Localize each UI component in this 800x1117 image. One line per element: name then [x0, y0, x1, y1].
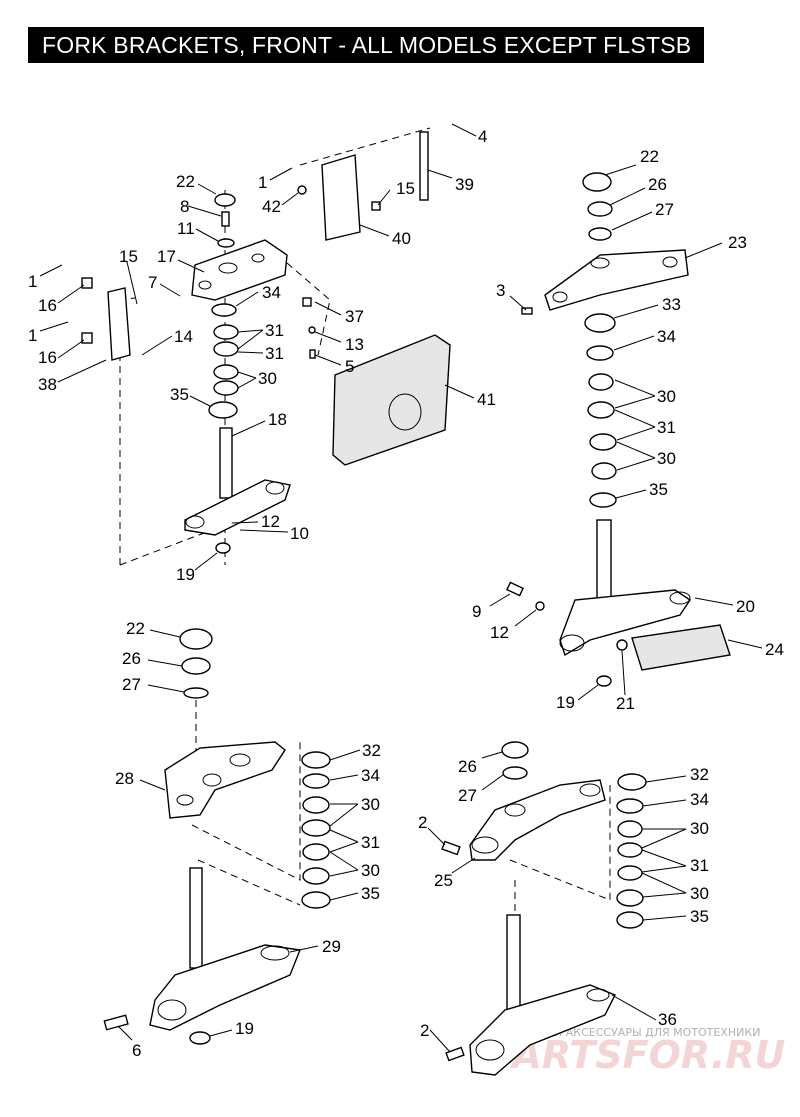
callout: 30	[657, 449, 676, 468]
callout: 34	[361, 766, 380, 785]
callout: 30	[690, 884, 709, 903]
callout: 19	[235, 1019, 254, 1038]
callout: 34	[262, 283, 281, 302]
callout: 30	[258, 369, 277, 388]
callout: 19	[176, 565, 195, 584]
callout: 2	[418, 813, 427, 832]
callout: 9	[472, 602, 481, 621]
callout: 31	[657, 418, 676, 437]
callout: 41	[477, 390, 496, 409]
callout: 35	[690, 907, 709, 926]
callout: 28	[115, 769, 134, 788]
top-left-assembly	[81, 127, 451, 566]
callout: 30	[690, 819, 709, 838]
callout: 1	[28, 326, 37, 345]
callout: 14	[174, 327, 193, 346]
callout: 42	[262, 197, 281, 216]
callout: 1	[258, 173, 267, 192]
callout: 29	[322, 937, 341, 956]
callout: 7	[148, 273, 157, 292]
callout-numbers: 4 39 1 15 42 40 22 8 11 17 7 15 1 16 1 1…	[28, 127, 784, 1060]
callout: 27	[655, 200, 674, 219]
callout: 18	[268, 410, 287, 429]
callout: 22	[126, 619, 145, 638]
bottom-left-assembly	[103, 628, 331, 1045]
callout: 35	[649, 480, 668, 499]
callout: 17	[157, 247, 176, 266]
callout: 19	[556, 693, 575, 712]
callout: 25	[434, 871, 453, 890]
callout: 21	[616, 694, 635, 713]
callout: 16	[38, 296, 57, 315]
callout: 36	[658, 1010, 677, 1029]
callout: 2	[420, 1021, 429, 1040]
callout: 22	[640, 147, 659, 166]
callout: 31	[265, 344, 284, 363]
callout: 1	[28, 272, 37, 291]
callout: 12	[261, 512, 280, 531]
callout: 30	[361, 861, 380, 880]
callout: 15	[119, 247, 138, 266]
callout: 15	[396, 179, 415, 198]
callout: 26	[122, 649, 141, 668]
top-right-assembly	[506, 172, 731, 687]
callout: 10	[290, 524, 309, 543]
callout: 35	[170, 385, 189, 404]
callout: 27	[122, 675, 141, 694]
callout: 35	[361, 884, 380, 903]
callout: 33	[662, 295, 681, 314]
callout: 38	[38, 375, 57, 394]
callout: 31	[265, 321, 284, 340]
callout: 26	[458, 757, 477, 776]
callout: 12	[490, 623, 509, 642]
callout: 30	[361, 795, 380, 814]
bottom-right-assembly	[441, 741, 647, 1076]
callout: 39	[455, 175, 474, 194]
callout: 26	[648, 175, 667, 194]
callout: 13	[345, 335, 364, 354]
callout: 32	[362, 741, 381, 760]
callout: 27	[458, 786, 477, 805]
callout: 30	[657, 387, 676, 406]
callout: 4	[478, 127, 487, 146]
callout: 31	[690, 856, 709, 875]
callout: 22	[176, 172, 195, 191]
callout: 32	[690, 765, 709, 784]
callout: 5	[345, 357, 354, 376]
leader-lines	[39, 123, 763, 1053]
callout: 37	[345, 307, 364, 326]
callout: 24	[765, 640, 784, 659]
callout: 40	[392, 229, 411, 248]
page-title: FORK BRACKETS, FRONT - ALL MODELS EXCEPT…	[28, 27, 704, 63]
callout: 31	[361, 833, 380, 852]
callout: 23	[728, 233, 747, 252]
callout: 20	[736, 597, 755, 616]
callout: 34	[690, 790, 709, 809]
callout: 34	[657, 327, 676, 346]
callout: 16	[38, 348, 57, 367]
callout: 3	[496, 281, 505, 300]
callout: 6	[132, 1041, 141, 1060]
callout: 8	[180, 197, 189, 216]
callout: 11	[177, 219, 195, 238]
